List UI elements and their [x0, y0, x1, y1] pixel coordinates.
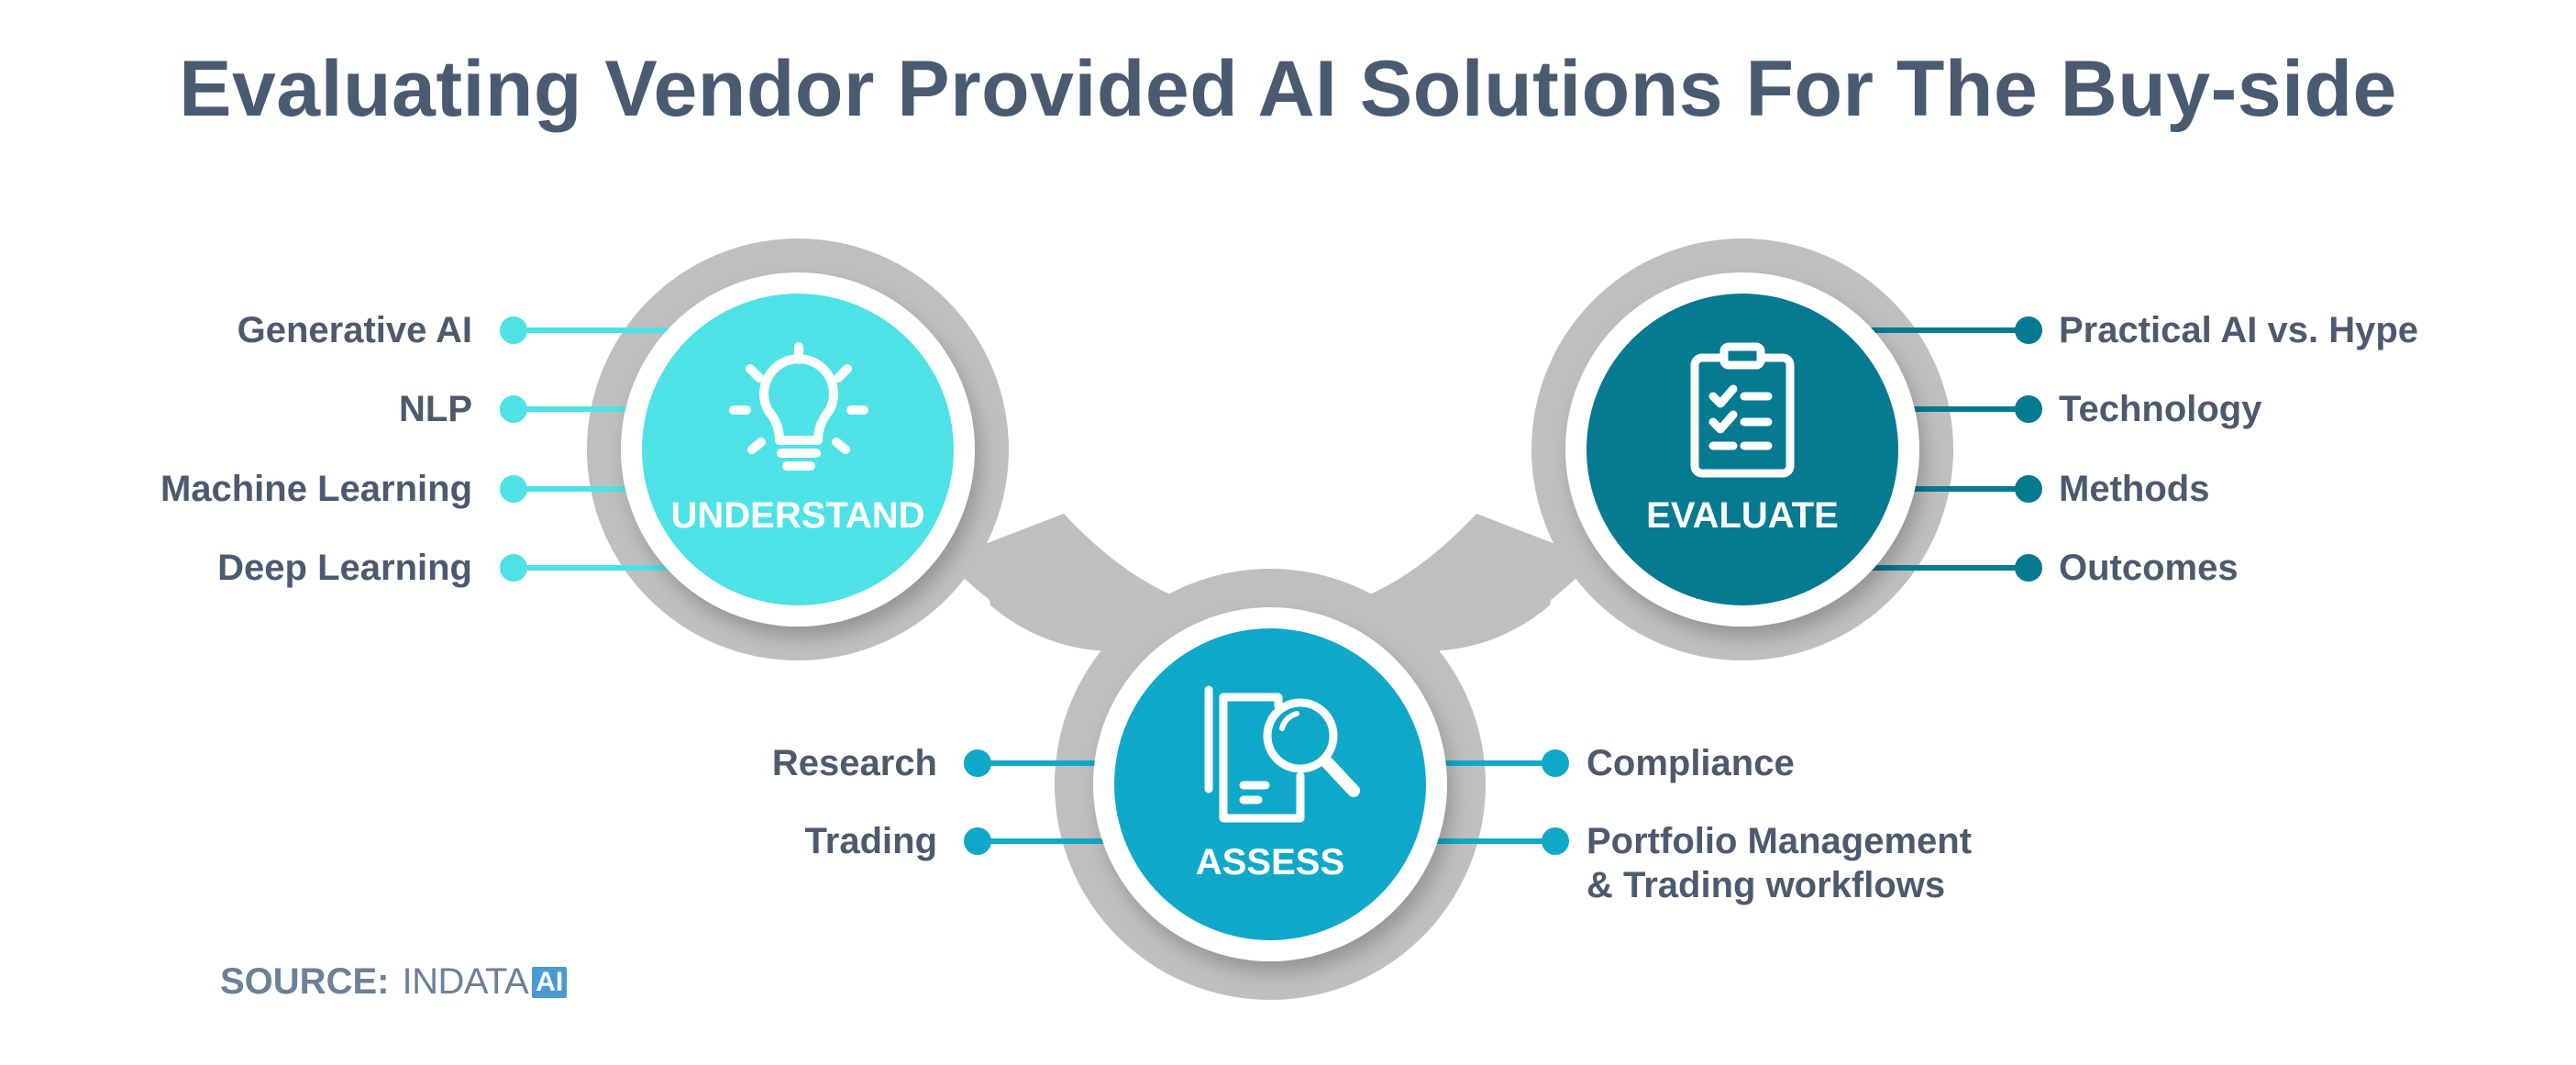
assess-right-item-1: Compliance: [1587, 743, 1795, 783]
understand-item-2: NLP: [399, 389, 472, 429]
page-title: Evaluating Vendor Provided AI Solutions …: [179, 45, 2397, 133]
assess-dot-right-2: [1542, 827, 1569, 855]
understand-item-4: Deep Learning: [217, 548, 472, 588]
source-ai-badge: AI: [532, 966, 568, 998]
lightbulb-icon: [729, 342, 868, 471]
source-credit: SOURCE: INDATA AI: [220, 961, 568, 1003]
understand-dot-1: [500, 316, 527, 344]
assess-left-item-1: Research: [771, 743, 937, 783]
evaluate-dot-2: [2015, 395, 2042, 423]
assess-node: [1093, 607, 1447, 961]
understand-label: UNDERSTAND: [670, 495, 925, 536]
evaluate-item-1: Practical AI vs. Hype: [2059, 310, 2419, 350]
understand-item-3: Machine Learning: [160, 469, 472, 509]
document-search-icon: [1204, 685, 1360, 823]
assess-right-item-2-line-1: Portfolio Management: [1587, 821, 1973, 861]
assess-dot-left-1: [964, 749, 991, 777]
evaluate-dot-4: [2015, 554, 2042, 582]
evaluate-dot-3: [2015, 475, 2042, 503]
understand-dot-3: [500, 475, 527, 503]
understand-item-1: Generative AI: [237, 310, 472, 350]
source-key: SOURCE:: [220, 961, 390, 1002]
assess-right-item-2: Portfolio Management & Trading workflows: [1587, 819, 2063, 907]
understand-dot-2: [500, 395, 527, 423]
assess-right-item-2-line-2: & Trading workflows: [1587, 865, 1946, 905]
source-brand-logo: INDATA: [402, 961, 529, 1002]
evaluate-item-4: Outcomes: [2059, 548, 2239, 588]
evaluate-item-3: Methods: [2059, 469, 2210, 509]
evaluate-label: EVALUATE: [1646, 495, 1839, 536]
clipboard-checklist-icon: [1690, 342, 1795, 478]
assess-dot-left-2: [964, 827, 991, 855]
evaluate-connectors: [1843, 316, 2042, 582]
evaluate-item-2: Technology: [2059, 389, 2262, 429]
evaluate-dot-1: [2015, 316, 2042, 344]
assess-label: ASSESS: [1195, 842, 1345, 882]
assess-dot-right-1: [1542, 749, 1569, 777]
assess-left-item-2: Trading: [804, 821, 937, 861]
understand-dot-4: [500, 554, 527, 582]
